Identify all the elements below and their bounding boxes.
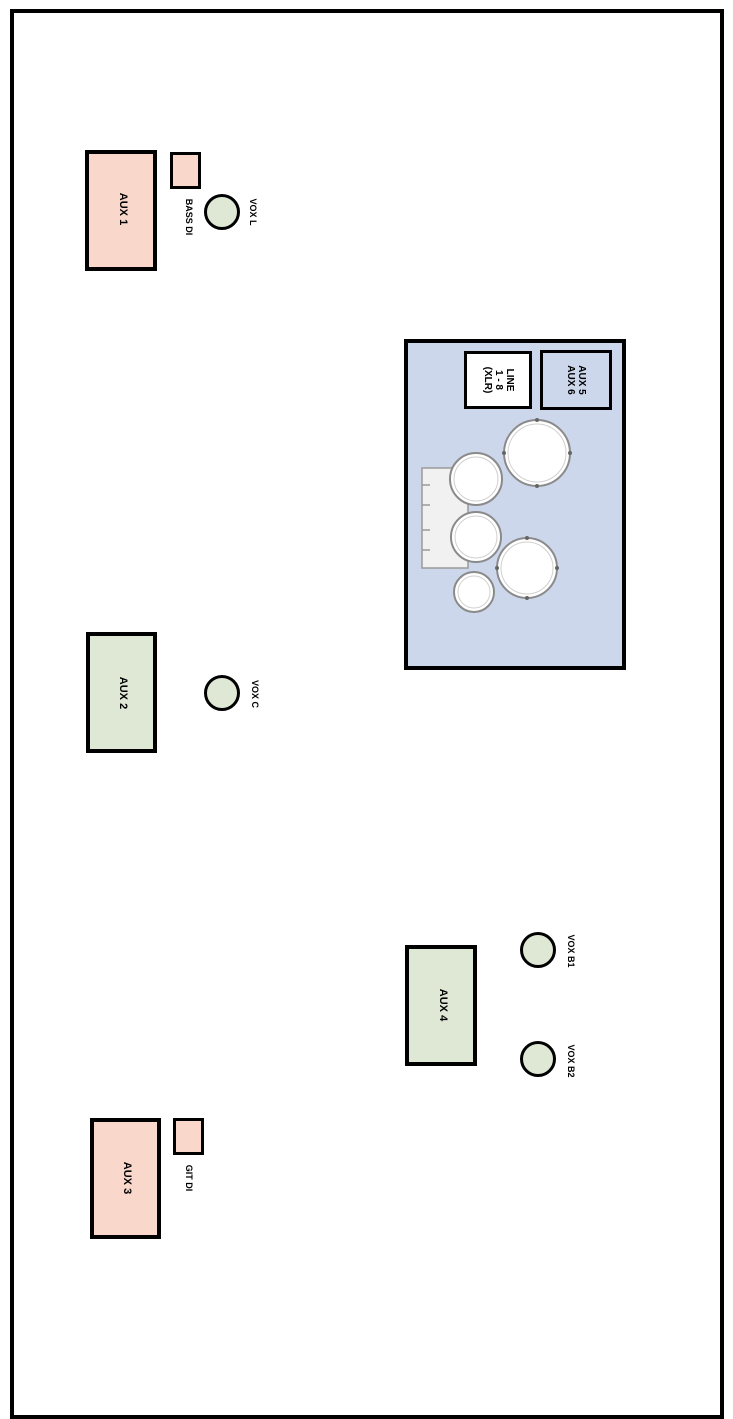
vox-l-mic	[204, 194, 240, 230]
snare-drum	[454, 572, 494, 612]
drum-kit	[410, 405, 580, 625]
vox-b2-mic	[520, 1041, 556, 1077]
aux2-label: AUX 2	[113, 663, 129, 723]
bass-di-label: BASS DI	[182, 192, 194, 242]
aux6-label: AUX 6	[565, 357, 576, 403]
vox-c-label: VOX C	[248, 674, 260, 714]
floor-tom-1	[502, 418, 572, 488]
line-label-2: 1 - 8	[493, 352, 504, 408]
rack-tom-1	[450, 453, 502, 505]
line-input-label: LINE 1 - 8 (XLR)	[481, 352, 515, 408]
vox-b1-label: VOX B1	[564, 927, 576, 975]
vox-b1-mic	[520, 932, 556, 968]
aux4-label: AUX 4	[433, 975, 449, 1035]
vox-b2-label: VOX B2	[564, 1037, 576, 1085]
rack-tom-2	[451, 512, 501, 562]
git-di-box	[173, 1118, 204, 1155]
line-label-3: (XLR)	[482, 352, 493, 408]
floor-tom-2	[495, 536, 559, 600]
git-di-label: GIT DI	[182, 1156, 194, 1200]
aux56-label: AUX 5 AUX 6	[565, 357, 587, 403]
bass-di-box	[170, 152, 201, 189]
vox-c-mic	[204, 675, 240, 711]
aux3-label: AUX 3	[117, 1148, 133, 1208]
aux1-label: AUX 1	[113, 179, 129, 239]
aux5-label: AUX 5	[576, 357, 587, 403]
line-label-1: LINE	[504, 352, 515, 408]
vox-l-label: VOX L	[246, 192, 258, 232]
